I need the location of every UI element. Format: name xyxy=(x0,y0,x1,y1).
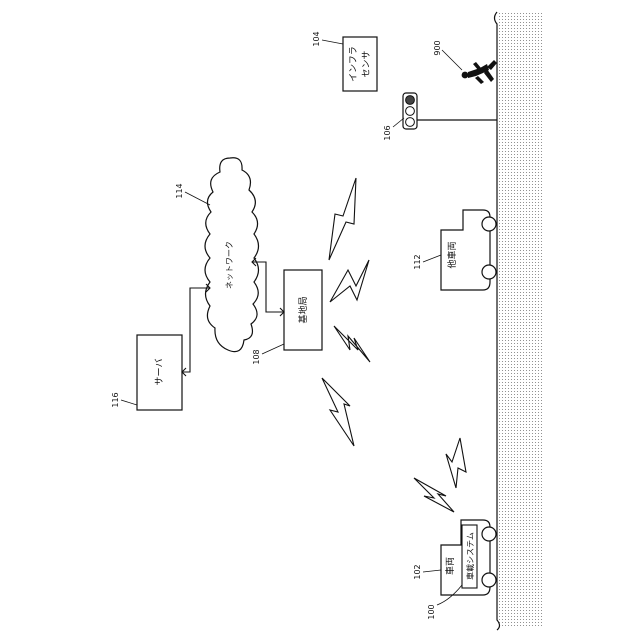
ref-pedestrian: 900 xyxy=(433,40,442,55)
other-vehicle-label: 他車両 xyxy=(446,241,458,268)
ref-in-vehicle-system: 100 xyxy=(427,604,436,619)
network-cloud: ネットワーク xyxy=(205,158,259,352)
lightning-icon-base-station-down xyxy=(322,378,354,446)
base-station-box: 基地局 xyxy=(284,270,322,350)
infra-sensor-box: インフラ センサ xyxy=(343,37,377,91)
ref-server: 116 xyxy=(111,392,120,407)
pedestrian-icon xyxy=(462,60,497,84)
lightning-icon-vehicle-down xyxy=(414,478,454,512)
infra-sensor-label-line1: インフラ xyxy=(348,46,359,82)
lightning-icon-infra xyxy=(329,178,356,260)
in-vehicle-system-label: 車載システム xyxy=(465,532,475,580)
server-box: サーバ xyxy=(137,335,182,410)
ref-traffic-light: 106 xyxy=(383,125,392,140)
ref-network: 114 xyxy=(175,183,184,198)
lightning-icon-vehicle-up xyxy=(446,438,466,488)
server-label: サーバ xyxy=(154,359,165,386)
wireless-bolts xyxy=(322,178,466,512)
road-ground xyxy=(495,12,544,630)
ref-other-vehicle: 112 xyxy=(413,254,422,269)
ref-base-station: 108 xyxy=(252,349,261,364)
traffic-light xyxy=(403,93,497,129)
lightning-icon-base-station-low xyxy=(334,326,370,362)
infra-sensor-label-line2: センサ xyxy=(361,50,372,77)
ref-vehicle: 102 xyxy=(413,564,422,579)
vehicle: 車両 車載システム xyxy=(441,520,496,595)
other-vehicle: 他車両 xyxy=(441,210,496,290)
vehicle-label: 車両 xyxy=(444,557,456,575)
ref-infra-sensor: 104 xyxy=(312,31,321,46)
base-station-label: 基地局 xyxy=(297,296,309,323)
lightning-icon-other-vehicle xyxy=(330,260,369,302)
network-label: ネットワーク xyxy=(225,241,234,289)
